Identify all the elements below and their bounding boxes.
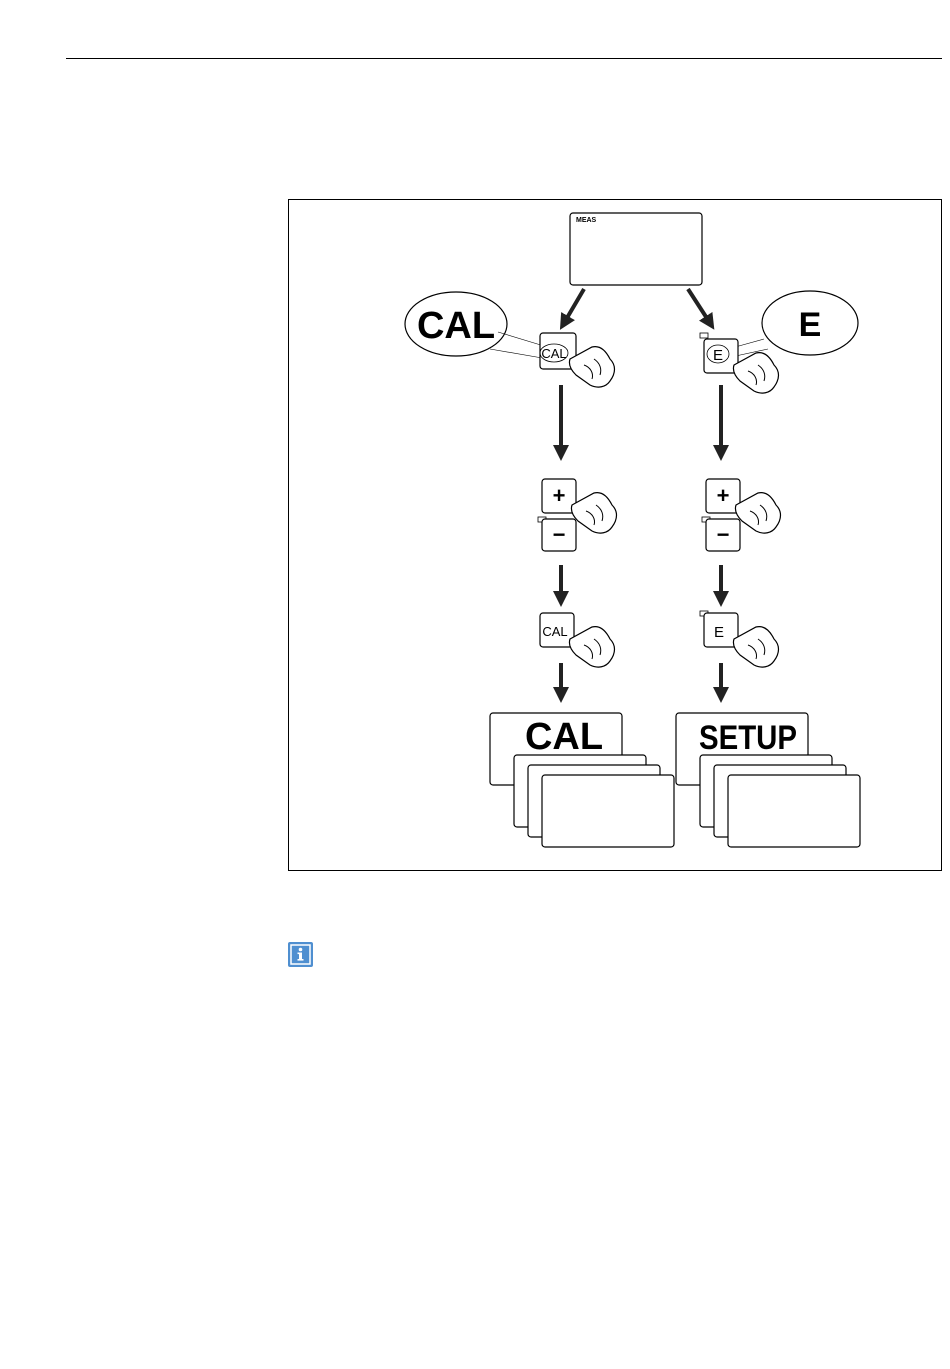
e-key-label: E [713, 347, 723, 364]
pressing-hand-icon [569, 627, 614, 667]
submenu-page [728, 775, 860, 847]
e-key-led [700, 333, 708, 338]
minus-key-label: − [717, 522, 730, 547]
header-rule [66, 58, 942, 59]
pressing-hand-icon [735, 493, 780, 533]
meas-display-label: MEAS [576, 217, 597, 224]
e-callout-label: E [799, 306, 822, 344]
cal-key-label: CAL [542, 624, 567, 639]
submenu-page [542, 775, 674, 847]
callout-line [498, 332, 544, 346]
arrow-top-right [688, 289, 710, 323]
callout-line [490, 349, 548, 359]
pressing-hand-icon [571, 493, 616, 533]
cal-menu-title: CAL [525, 716, 603, 758]
e-key-label: E [714, 624, 724, 641]
minus-key-label: − [553, 522, 566, 547]
operation-diagram: MEAS CAL CAL E E + − + − CAL E [288, 199, 942, 871]
info-icon [288, 942, 313, 967]
pressing-hand-icon [733, 627, 778, 667]
cal-callout-label: CAL [417, 305, 495, 347]
plus-key-label: + [717, 483, 730, 508]
arrow-top-left [564, 289, 584, 323]
cal-key-label: CAL [541, 346, 566, 361]
setup-menu-title: SETUP [699, 719, 797, 757]
plus-key-label: + [553, 483, 566, 508]
pressing-hand-icon [733, 353, 778, 393]
